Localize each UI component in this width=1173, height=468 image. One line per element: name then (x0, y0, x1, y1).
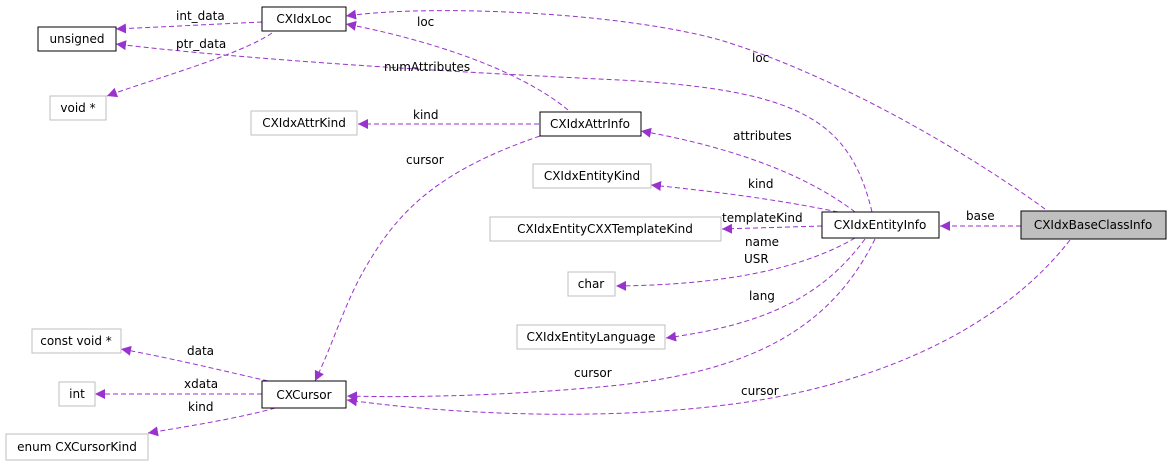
node-cxidxentitykind[interactable]: CXIdxEntityKind (532, 163, 652, 189)
label-loc-attrinfo: loc (417, 15, 434, 29)
node-cxidxattrkind[interactable]: CXIdxAttrKind (250, 110, 358, 136)
node-int[interactable]: int (58, 381, 96, 407)
node-enum-cxcursorkind-label: enum CXCursorKind (17, 440, 137, 454)
node-char[interactable]: char (567, 271, 616, 297)
node-cxidxloc-label: CXIdxLoc (276, 12, 331, 26)
label-num-attributes: numAttributes (384, 60, 470, 74)
node-cxidxentitylanguage-label: CXIdxEntityLanguage (526, 330, 655, 344)
node-unsigned[interactable]: unsigned (37, 26, 117, 52)
node-cxidxentitycxxtemplatekind[interactable]: CXIdxEntityCXXTemplateKind (489, 216, 722, 242)
edge-data (120, 345, 269, 382)
label-attributes: attributes (733, 129, 792, 143)
node-const-void-ptr[interactable]: const void * (31, 328, 122, 354)
node-cxidxentityinfo[interactable]: CXIdxEntityInfo (821, 211, 940, 239)
label-kind-attrinfo: kind (413, 108, 439, 122)
edge-loc-baseclass (345, 9, 1046, 210)
label-ptr-data: ptr_data (176, 37, 226, 51)
edge-cursor-baseclass (346, 239, 1071, 415)
label-usr: USR (744, 252, 769, 266)
node-unsigned-label: unsigned (49, 32, 104, 46)
edge-lang (665, 238, 866, 342)
label-base: base (966, 209, 995, 223)
node-void-ptr[interactable]: void * (49, 95, 107, 121)
node-cxidxattrinfo[interactable]: CXIdxAttrInfo (539, 111, 642, 137)
node-cxidxentitylanguage[interactable]: CXIdxEntityLanguage (516, 324, 666, 350)
node-cxidxentitykind-label: CXIdxEntityKind (544, 169, 640, 183)
node-cxcursor[interactable]: CXCursor (261, 380, 347, 409)
label-data: data (187, 344, 214, 358)
node-cxidxbaseclassinfo-label: CXIdxBaseClassInfo (1034, 218, 1152, 232)
edge-labels: int_data ptr_data loc loc numAttributes … (176, 9, 995, 414)
label-int-data: int_data (176, 9, 225, 23)
node-cxidxbaseclassinfo[interactable]: CXIdxBaseClassInfo (1020, 210, 1167, 240)
label-loc-baseclass: loc (752, 51, 769, 65)
edge-kind-cursor (147, 407, 276, 437)
edge-template-kind (721, 223, 823, 234)
node-void-ptr-label: void * (60, 101, 95, 115)
edge-name-usr (615, 237, 856, 291)
node-cxidxentitycxxtemplatekind-label: CXIdxEntityCXXTemplateKind (517, 222, 693, 236)
label-cursor-attrinfo: cursor (406, 153, 444, 167)
node-cxidxloc[interactable]: CXIdxLoc (261, 6, 347, 32)
label-name: name (745, 235, 779, 249)
edge-loc-attrinfo (345, 20, 569, 111)
edge-cursor-entity (346, 238, 876, 402)
label-xdata: xdata (184, 377, 218, 391)
node-cxcursor-label: CXCursor (276, 388, 331, 402)
label-cursor-entity: cursor (574, 366, 612, 380)
edges (95, 9, 1071, 437)
nodes: unsigned CXIdxLoc void * CXIdxAttrKind C… (5, 6, 1167, 461)
node-char-label: char (578, 277, 605, 291)
node-const-void-ptr-label: const void * (40, 334, 112, 348)
edge-cursor-attrinfo (314, 135, 541, 382)
label-cursor-baseclass: cursor (741, 384, 779, 398)
node-enum-cxcursorkind[interactable]: enum CXCursorKind (5, 433, 149, 461)
node-cxidxattrinfo-label: CXIdxAttrInfo (550, 117, 630, 131)
node-cxidxattrkind-label: CXIdxAttrKind (262, 116, 346, 130)
edge-attributes (640, 127, 856, 213)
label-lang: lang (749, 289, 775, 303)
edge-ptr-data (106, 32, 273, 98)
label-kind-entity: kind (748, 177, 774, 191)
node-int-label: int (69, 387, 85, 401)
edge-int-data (115, 21, 263, 34)
label-template-kind: templateKind (722, 211, 803, 225)
label-kind-cursor: kind (188, 400, 214, 414)
edge-kind-entity (650, 181, 839, 213)
node-cxidxentityinfo-label: CXIdxEntityInfo (834, 218, 927, 232)
